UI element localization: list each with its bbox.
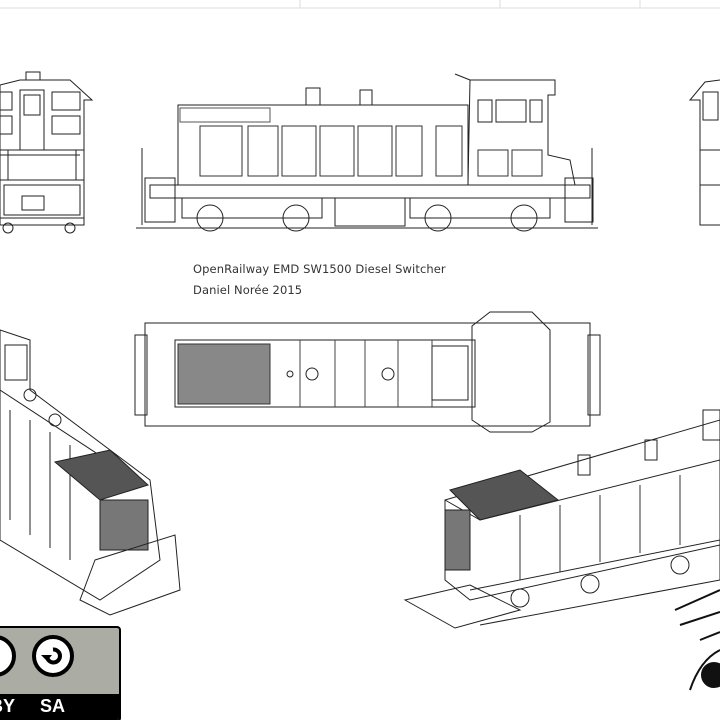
sheet-grid — [0, 0, 720, 9]
by-label: BY — [0, 696, 16, 716]
cc-by-person-icon — [0, 635, 16, 677]
isometric-rear-view — [403, 409, 720, 629]
cc-sa-share-alike-icon — [32, 635, 74, 677]
side-view — [136, 73, 598, 232]
top-view — [134, 311, 601, 433]
license-label-bar — [0, 694, 119, 720]
front-view — [0, 71, 94, 234]
author-logo — [674, 589, 720, 691]
rear-view — [688, 79, 720, 226]
share-alike-arrow-icon — [41, 647, 62, 665]
isometric-front-view — [0, 329, 181, 616]
sa-label: SA — [40, 696, 66, 716]
cc-by-sa-license-badge[interactable]: BY SA — [0, 626, 121, 720]
drawing-author: Daniel Norée 2015 — [193, 283, 303, 297]
drawing-title: OpenRailway EMD SW1500 Diesel Switcher — [193, 262, 446, 276]
